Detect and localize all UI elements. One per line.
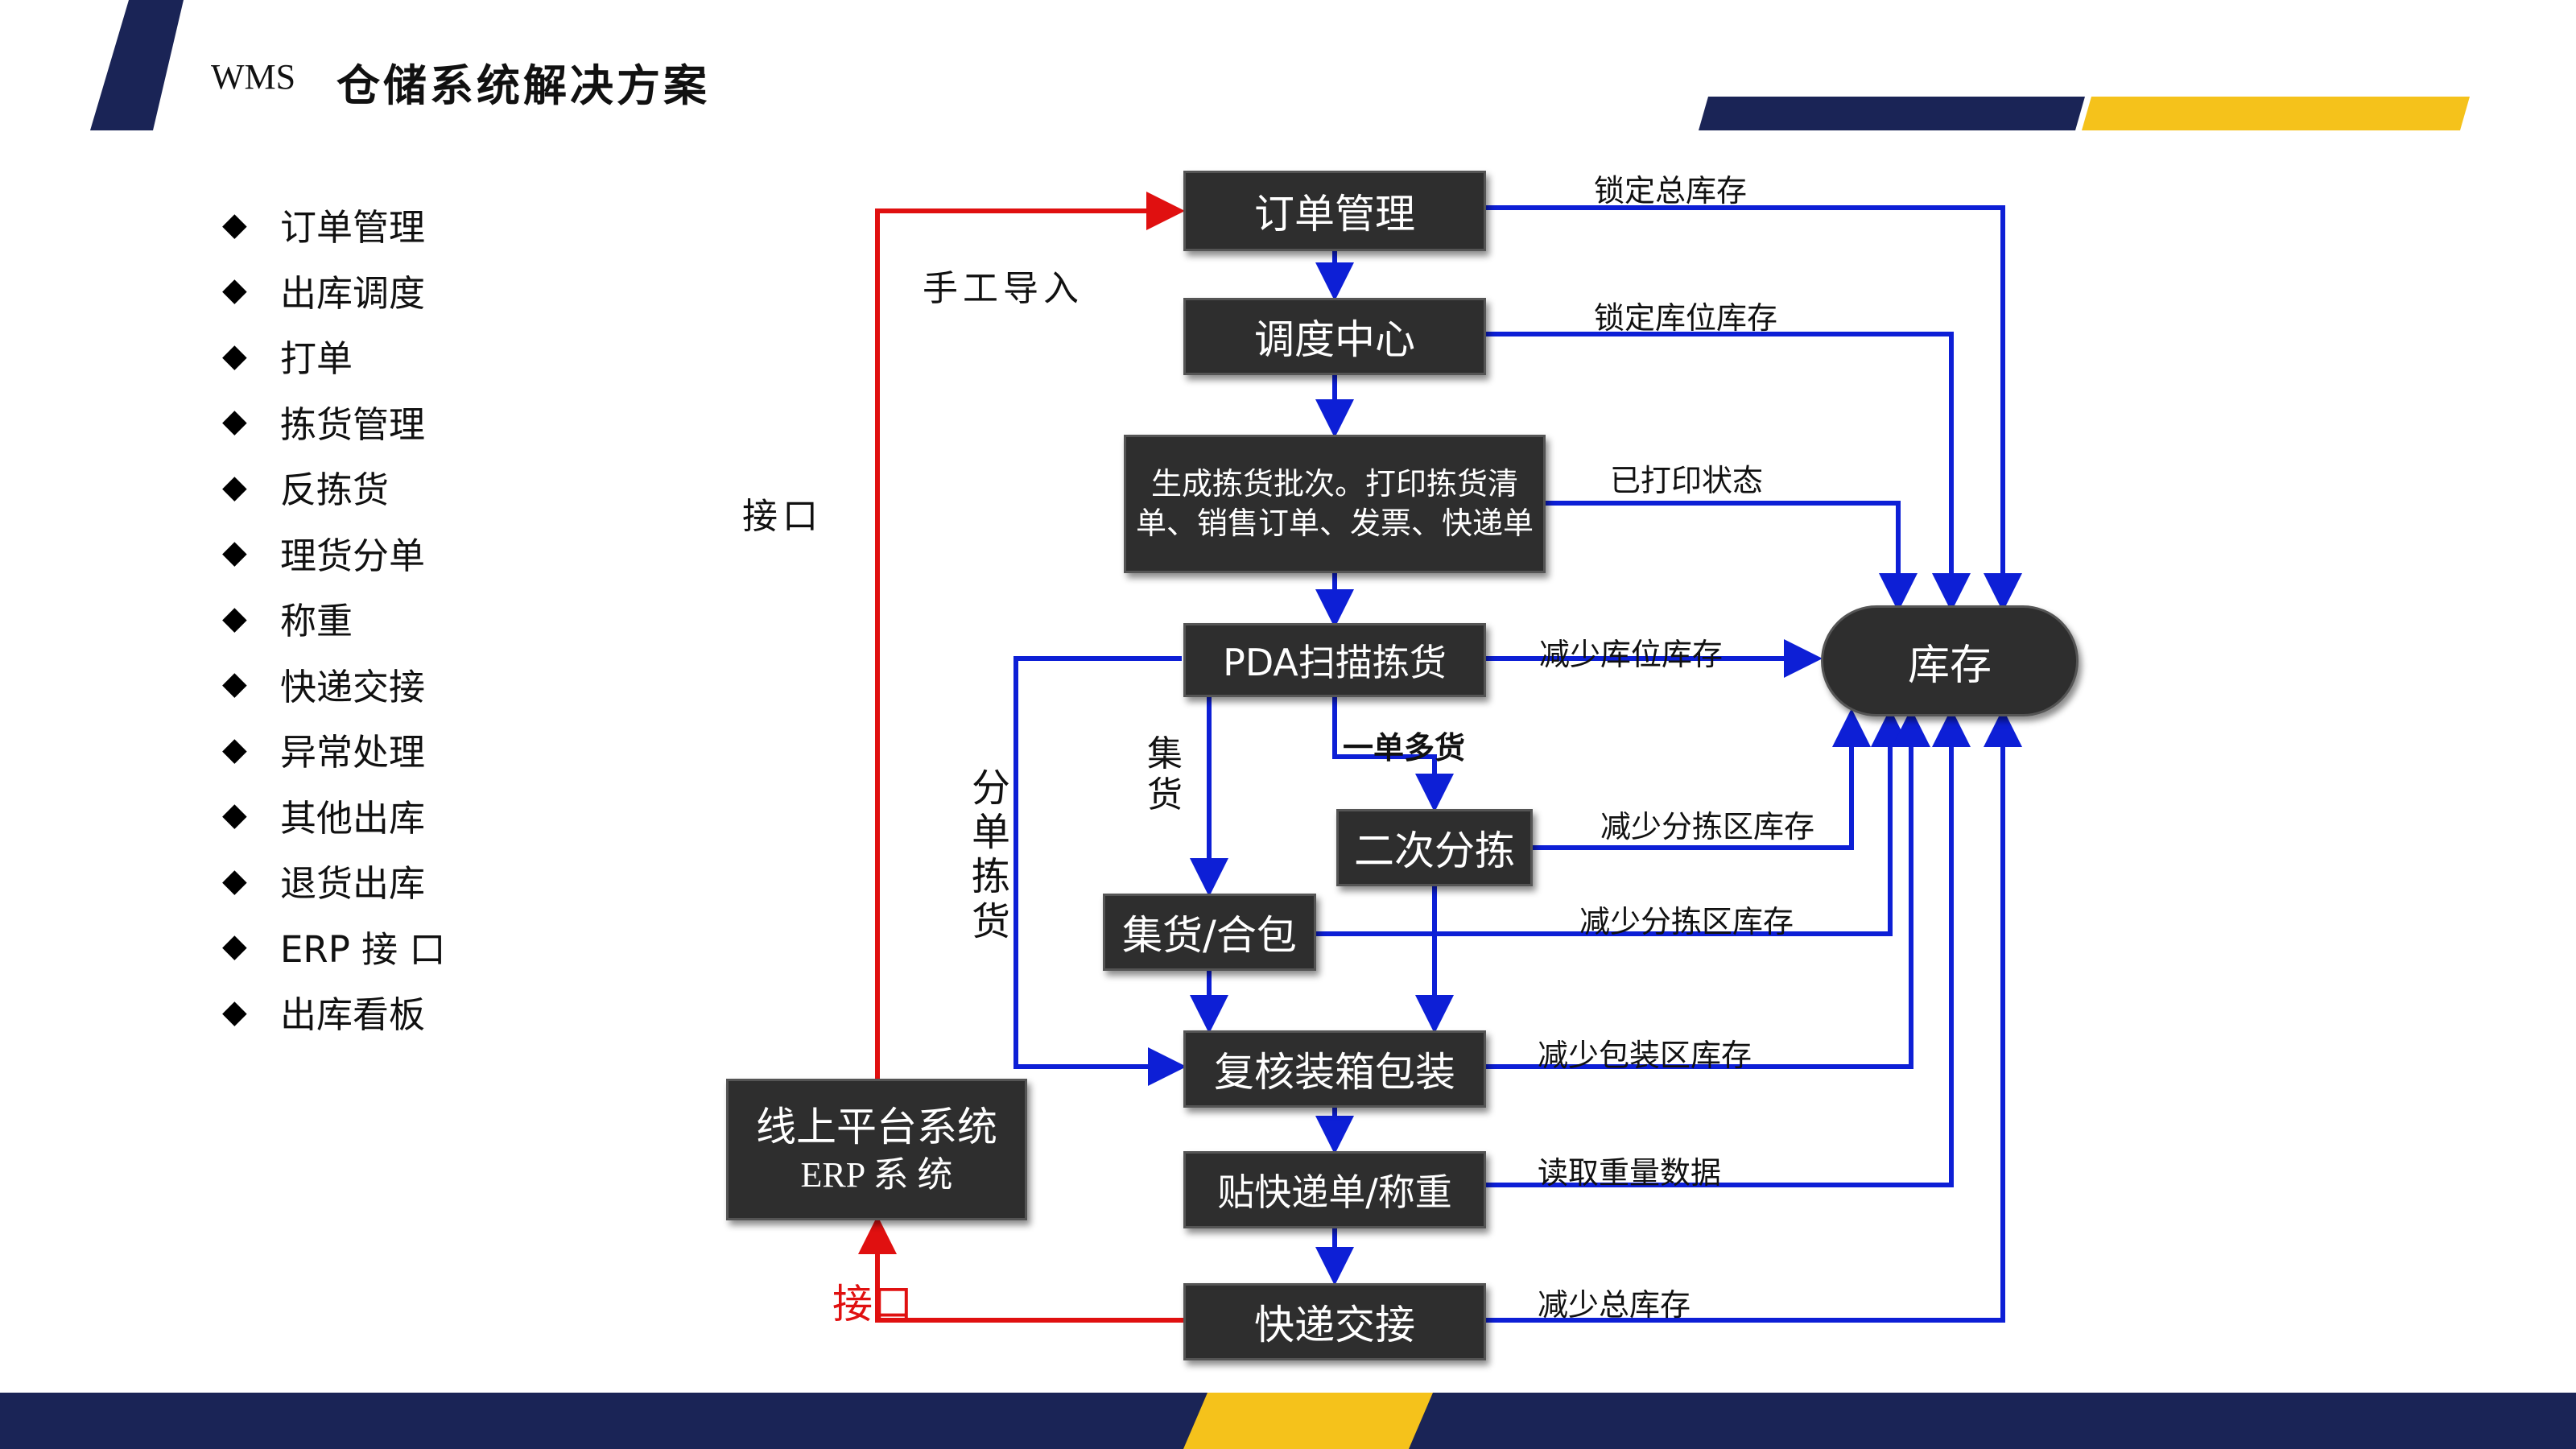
header-navy-bar: [1699, 97, 2085, 130]
list-item: ◆订单管理: [222, 205, 426, 250]
node-review-pack: 复核装箱包装: [1183, 1030, 1486, 1108]
node-label-weigh: 贴快递单/称重: [1183, 1151, 1486, 1228]
list-item: ◆拣货管理: [222, 402, 426, 446]
diamond-bullet-icon: ◆: [222, 599, 247, 637]
diamond-bullet-icon: ◆: [222, 730, 247, 768]
list-item: ◆ERP 接 口: [222, 927, 446, 971]
edge-second-inventory: [1533, 708, 1871, 850]
diamond-bullet-icon: ◆: [222, 271, 247, 309]
label-collect-goods: 集货: [1147, 733, 1183, 815]
label-interface-left: 接口: [742, 496, 823, 537]
label-interface-bottom: 接口: [832, 1281, 913, 1327]
diamond-bullet-icon: ◆: [222, 796, 247, 834]
label-reduce-total: 减少总库存: [1538, 1287, 1691, 1323]
header-left-stripe: [90, 0, 184, 130]
feature-list: ◆订单管理 ◆出库调度 ◆打单 ◆拣货管理 ◆反拣货 ◆理货分单 ◆称重 ◆快递…: [222, 192, 673, 1045]
node-express-handover: 快递交接: [1183, 1283, 1486, 1360]
list-item: ◆打单: [222, 336, 353, 381]
edge-collect-inventory: [1316, 708, 1909, 936]
edge-dispatch-inventory: [1486, 332, 1971, 612]
edge-review-inventory: [1486, 708, 1930, 1069]
list-item: ◆出库调度: [222, 271, 426, 315]
edge-batch-inventory: [1546, 501, 1918, 612]
label-lock-total: 锁定总库存: [1594, 173, 1748, 208]
diamond-bullet-icon: ◆: [222, 993, 247, 1030]
label-reduce-pack: 减少包装区库存: [1538, 1038, 1752, 1073]
label-multi-goods: 一单多货: [1343, 730, 1466, 766]
diamond-bullet-icon: ◆: [222, 336, 247, 374]
node-generate-batch: 生成拣货批次。打印拣货清单、销售订单、发票、快递单: [1124, 435, 1546, 573]
label-read-weight: 读取重量数据: [1538, 1155, 1722, 1191]
node-order-management: 订单管理: [1183, 171, 1486, 251]
header-prefix: WMS: [211, 57, 296, 97]
list-item: ◆快递交接: [222, 665, 426, 708]
node-online-platform: 线上平台系统 ERP 系 统: [726, 1079, 1027, 1220]
edge-handover-inventory: [1486, 708, 2022, 1323]
edge-handover-platform: [858, 1216, 1183, 1323]
label-lock-location: 锁定库位库存: [1594, 300, 1778, 336]
list-item: ◆称重: [222, 599, 353, 643]
list-item: ◆异常处理: [222, 730, 426, 774]
node-dispatch-center: 调度中心: [1183, 298, 1486, 375]
diamond-bullet-icon: ◆: [222, 534, 247, 572]
list-item: ◆出库看板: [222, 993, 426, 1037]
node-second-sort: 二次分拣: [1336, 809, 1533, 886]
footer-gold-block: [1183, 1393, 1433, 1449]
node-pda-scan: PDA扫描拣货: [1183, 623, 1486, 697]
edge-label-inventory: [1486, 708, 1971, 1187]
label-reduce-location: 减少库位库存: [1539, 637, 1724, 672]
list-item: ◆其他出库: [222, 796, 426, 840]
diamond-bullet-icon: ◆: [222, 861, 247, 899]
diamond-bullet-icon: ◆: [222, 402, 247, 440]
diamond-bullet-icon: ◆: [222, 927, 247, 965]
label-reduce-sort-2: 减少分拣区库存: [1579, 904, 1794, 939]
label-reduce-sort-1: 减少分拣区库存: [1600, 809, 1815, 844]
edge-pda-review-split: [1013, 656, 1187, 1086]
diamond-bullet-icon: ◆: [222, 468, 247, 506]
label-printed-status: 已打印状态: [1610, 463, 1764, 498]
label-split-pick: 分单拣货: [971, 766, 1010, 944]
edge-order-inventory: [1486, 205, 2022, 612]
list-item: ◆退货出库: [222, 861, 426, 906]
edge-pda-second: [1332, 696, 1454, 812]
node-inventory: 库存: [1821, 605, 2079, 716]
label-manual-import: 手工导入: [923, 268, 1084, 309]
diamond-bullet-icon: ◆: [222, 665, 247, 703]
header-gold-bar: [2082, 97, 2470, 130]
diamond-bullet-icon: ◆: [222, 205, 247, 243]
list-item: ◆理货分单: [222, 534, 426, 577]
node-collect-pack: 集货/合包: [1103, 894, 1316, 971]
edge-platform-order: [875, 192, 1185, 1080]
list-item: ◆反拣货: [222, 468, 390, 512]
page-title: 仓储系统解决方案: [336, 60, 710, 111]
